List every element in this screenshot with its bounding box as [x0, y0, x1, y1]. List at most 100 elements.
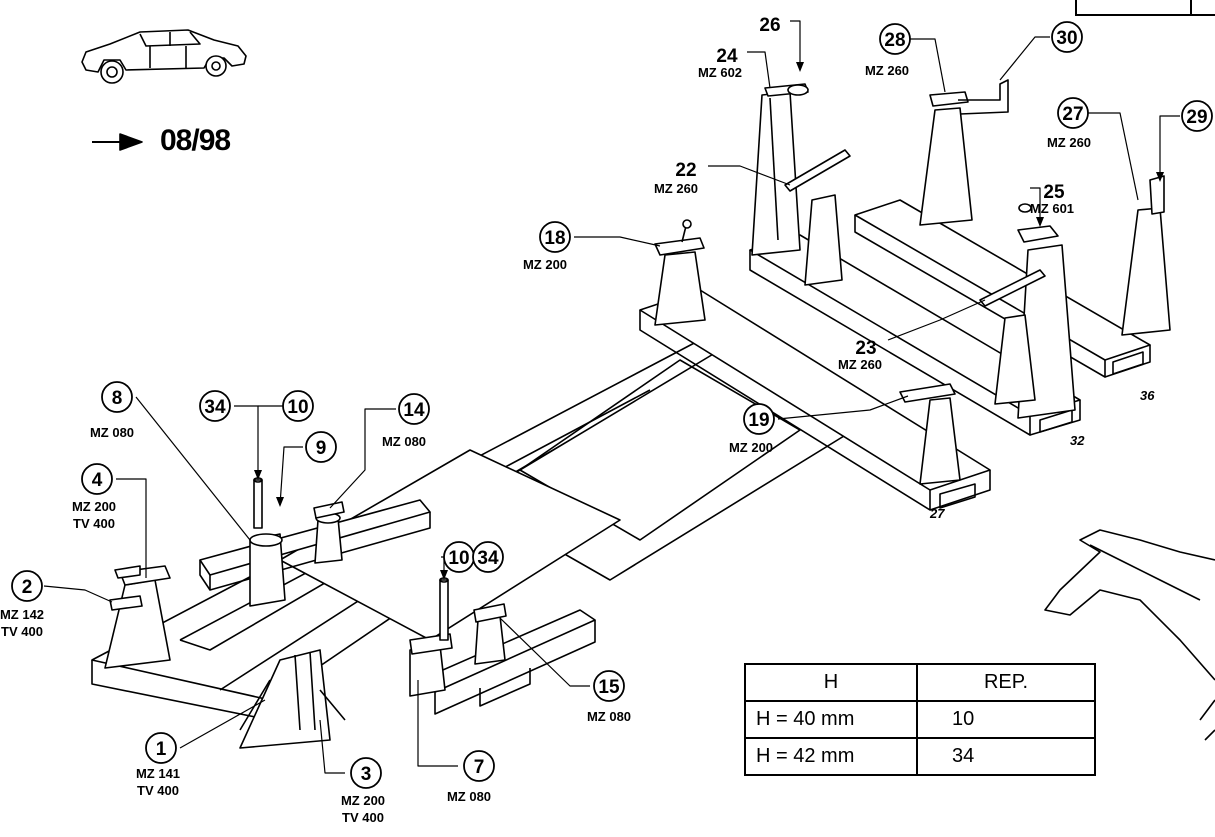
- callout-30: 30: [1051, 21, 1083, 53]
- callout-code: MZ 260: [838, 357, 882, 372]
- callout-code: MZ 602: [698, 65, 742, 80]
- header-h: H: [744, 663, 918, 702]
- callout-code: MZ 200: [341, 793, 385, 808]
- callout-number: 34: [204, 397, 226, 418]
- callout-34: 34: [472, 541, 504, 573]
- callout-code: TV 400: [342, 810, 384, 825]
- height-table-header: H REP.: [744, 663, 1096, 702]
- callout-19: 19 MZ 200: [729, 403, 775, 455]
- callout-code: MZ 260: [1047, 135, 1091, 150]
- callout-number: 9: [316, 438, 327, 459]
- callout-circle: [305, 431, 337, 463]
- beam-mark-27: 27: [929, 506, 945, 521]
- callout-number: 29: [1186, 107, 1207, 128]
- tower-19: [899, 383, 961, 485]
- callout-circle: [199, 390, 231, 422]
- tower-22: [784, 149, 851, 286]
- row-rep: 34: [916, 737, 1096, 776]
- callout-number: 27: [1062, 104, 1083, 125]
- front-right-beam: [419, 609, 596, 715]
- callout-code: MZ 080: [587, 709, 631, 724]
- callout-number: 2: [22, 577, 33, 598]
- callout-10: 10: [443, 541, 475, 573]
- height-table-row: H = 42 mm 34: [744, 737, 1096, 776]
- callout-number: 14: [403, 400, 425, 421]
- callout-circle: [463, 750, 495, 782]
- callout-circle: [1057, 97, 1089, 129]
- callout-number: 25: [1043, 182, 1065, 203]
- beam-mark-32: 32: [1070, 433, 1085, 448]
- callout-circle: [1181, 100, 1213, 132]
- callout-code: TV 400: [137, 783, 179, 798]
- callout-circle: [282, 390, 314, 422]
- callout-number: 26: [759, 15, 780, 36]
- callout-29: 29: [1181, 100, 1213, 132]
- car-icon: [81, 29, 247, 84]
- callout-code: MZ 080: [382, 434, 426, 449]
- callout-number: 19: [748, 410, 769, 431]
- callout-code: MZ 200: [523, 257, 567, 272]
- callout-circle: [743, 403, 775, 435]
- callout-7: 7 MZ 080: [447, 750, 495, 804]
- callout-number: 8: [112, 388, 123, 409]
- row-height: H = 42 mm: [744, 737, 918, 776]
- callout-code: MZ 260: [865, 63, 909, 78]
- callout-number: 10: [448, 548, 469, 569]
- callout-27: 27 MZ 260: [1047, 97, 1091, 150]
- title-block-divider: [1190, 0, 1192, 14]
- callout-circle: [398, 393, 430, 425]
- title-block-fragment: [1075, 0, 1215, 16]
- callout-34: 34: [199, 390, 231, 422]
- callout-circle: [101, 381, 133, 413]
- callout-number: 24: [716, 46, 738, 67]
- callout-code: MZ 141: [136, 766, 180, 781]
- callout-code: TV 400: [1, 624, 43, 639]
- callout-number: 34: [477, 548, 499, 569]
- callout-code: MZ 200: [729, 440, 773, 455]
- tower-27: [1121, 175, 1171, 336]
- callout-8: 8 MZ 080: [90, 381, 134, 440]
- callout-circle: [539, 221, 571, 253]
- beam-mark-36: 36: [1140, 388, 1155, 403]
- rear-crossbeam: [854, 199, 1151, 378]
- callout-number: 1: [156, 739, 167, 760]
- callout-number: 4: [92, 470, 103, 491]
- callout-code: MZ 080: [90, 425, 134, 440]
- callout-10: 10: [282, 390, 314, 422]
- callout-code: MZ 260: [654, 181, 698, 196]
- callout-circle: [145, 732, 177, 764]
- subframe-detail: [1044, 529, 1215, 741]
- height-table-row: H = 40 mm 10: [744, 700, 1096, 739]
- callout-circle: [879, 23, 911, 55]
- release-date: 08/98: [160, 124, 231, 157]
- height-table: H REP. H = 40 mm 10 H = 42 mm 34: [744, 663, 1096, 776]
- tower-18: [654, 219, 706, 326]
- tower-15: [473, 603, 507, 665]
- tower-23: [994, 314, 1036, 405]
- header-rep: REP.: [916, 663, 1096, 702]
- arrow-heads: [254, 62, 1164, 580]
- callout-code: MZ 601: [1030, 201, 1074, 216]
- callout-circle: [472, 541, 504, 573]
- callout-circle: [11, 570, 43, 602]
- arrow-icon: [92, 133, 143, 151]
- callout-number: 23: [855, 338, 876, 359]
- callout-code: MZ 080: [447, 789, 491, 804]
- leader-lines: [43, 20, 1180, 774]
- tower-24: [751, 83, 809, 256]
- callout-26: 26: [759, 15, 780, 36]
- callout-circle: [1051, 21, 1083, 53]
- callout-number: 7: [474, 757, 485, 778]
